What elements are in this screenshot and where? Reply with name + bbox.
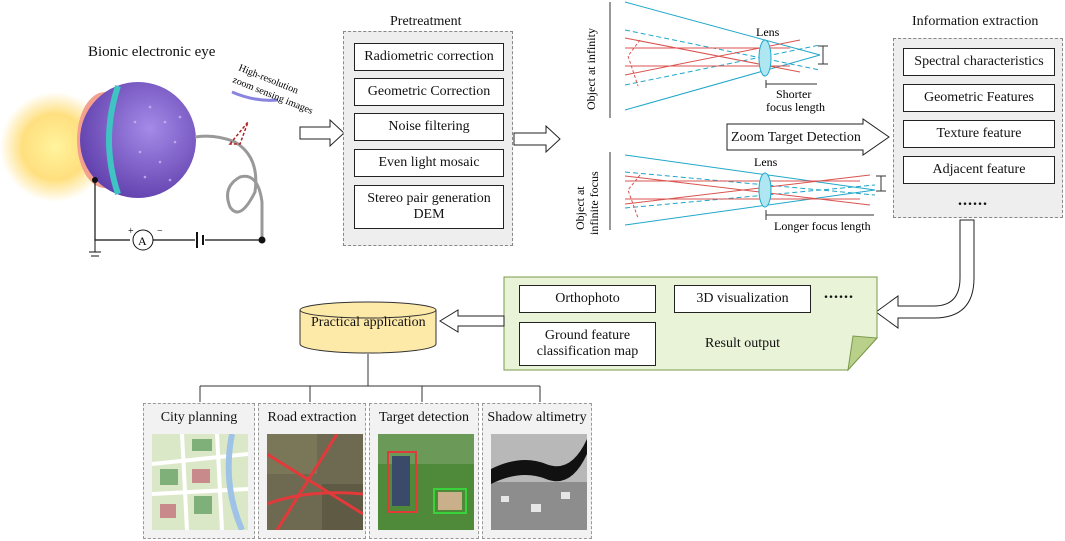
lens-label-bottom: Lens — [754, 155, 778, 169]
step-stereo-line2: DEM — [413, 207, 445, 222]
eye-title: Bionic electronic eye — [88, 44, 216, 60]
step-geometric: Geometric Correction — [354, 78, 504, 106]
feature-spectral: Spectral characteristics — [903, 48, 1055, 76]
zoom-detection-label: Zoom Target Detection — [731, 130, 861, 145]
pretreatment-title: Pretreatment — [390, 14, 462, 29]
extraction-title: Information extraction — [912, 14, 1039, 29]
application-tree-lines — [199, 354, 541, 402]
svg-text:−: − — [157, 226, 163, 237]
practical-cylinder — [299, 301, 437, 354]
result-more: ...... — [824, 285, 854, 302]
step-stereo-dem: Stereo pair generation DEM — [354, 185, 504, 229]
long-focus-label: Longer focus length — [774, 219, 871, 233]
app-road-extraction: Road extraction — [258, 403, 366, 539]
app-city-planning-title: City planning — [160, 410, 238, 425]
optics-illustration: Object at infinity Lens Shorter focus le… — [573, 1, 886, 235]
app-road-extraction-title: Road extraction — [267, 410, 357, 425]
result-3d: 3D visualization — [674, 285, 811, 313]
app-target-detection: Target detection — [369, 403, 479, 539]
short-focus-line1: Shorter — [776, 87, 811, 101]
svg-text:+: + — [128, 226, 134, 237]
feature-adjacent: Adjacent feature — [903, 156, 1055, 184]
object-focus-label-1: Object at — [573, 186, 587, 230]
short-focus-line2: focus length — [766, 100, 825, 114]
result-classification-line1: Ground feature — [544, 328, 631, 343]
result-classification: Ground feature classification map — [519, 322, 656, 366]
app-shadow-altimetry: Shadow altimetry — [482, 403, 592, 539]
step-stereo-line1: Stereo pair generation — [367, 191, 491, 206]
extraction-more: ...... — [958, 192, 988, 209]
practical-label: Practical application — [311, 315, 426, 330]
result-classification-line2: classification map — [536, 344, 639, 359]
lens-label-top: Lens — [756, 25, 780, 39]
bionic-eye-illustration: High-resolution zoom sensing images A + … — [0, 63, 314, 257]
feature-geometric: Geometric Features — [903, 84, 1055, 112]
zoom-detection-arrow — [726, 118, 890, 156]
shadow-altimetry-image — [491, 434, 587, 530]
object-infinity-label: Object at infinity — [584, 28, 598, 110]
ammeter-symbol: A — [138, 234, 147, 248]
step-noise: Noise filtering — [354, 113, 504, 141]
step-mosaic: Even light mosaic — [354, 149, 504, 177]
zoom-image-arc — [231, 90, 279, 102]
arrow-result-to-practical — [439, 309, 505, 333]
result-label: Result output — [705, 336, 781, 351]
app-city-planning: City planning — [143, 403, 255, 539]
app-shadow-altimetry-title: Shadow altimetry — [487, 410, 587, 425]
arrow-eye-to-pretreatment — [299, 118, 345, 148]
city-planning-map — [152, 434, 248, 530]
app-target-detection-title: Target detection — [378, 410, 470, 425]
feature-texture: Texture feature — [903, 120, 1055, 148]
arrow-pretreatment-to-optics — [513, 124, 561, 154]
fiber-cable — [194, 134, 264, 240]
eye-ring — [106, 85, 121, 195]
step-radiometric: Radiometric correction — [354, 43, 504, 71]
road-extraction-image — [267, 434, 363, 530]
object-focus-label-2: infinite focus — [587, 171, 601, 235]
target-detection-image — [378, 434, 474, 530]
arrow-extraction-to-result — [875, 219, 975, 329]
result-orthophoto: Orthophoto — [519, 285, 656, 313]
